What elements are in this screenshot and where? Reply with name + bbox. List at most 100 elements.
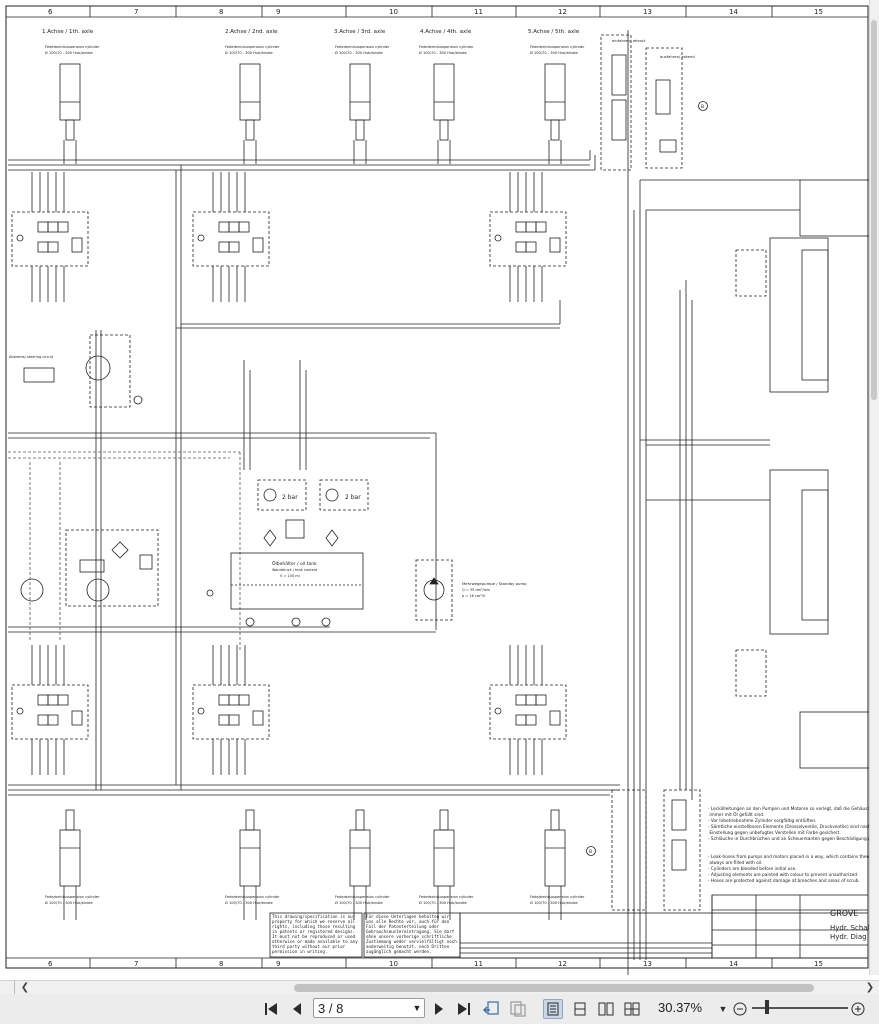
- ruler-bottom-number: 6: [48, 960, 53, 968]
- svg-text:- Leckölleitungen an den Pumpe: - Leckölleitungen an den Pumpen und Moto…: [708, 806, 870, 842]
- general-notes: - Leckölleitungen an den Pumpen und Moto…: [708, 806, 870, 884]
- valve-block: [11, 172, 89, 302]
- cylinder-spec: Ø 100/70 - 300 Hub/stroke: [530, 50, 579, 55]
- single-page-view-button[interactable]: [543, 999, 563, 1019]
- ruler-bottom-number: 7: [134, 960, 138, 968]
- axle-title-5: 5.Achse / 5th. axle: [528, 29, 580, 35]
- zoom-slider-track[interactable]: [752, 1007, 848, 1009]
- first-page-icon: [265, 1003, 277, 1015]
- single-page-icon: [547, 1002, 559, 1016]
- continuous-view-button[interactable]: [570, 999, 590, 1019]
- extend-label-top: ausfahren/ extend: [660, 54, 695, 59]
- ruler-top-number: 15: [814, 8, 823, 16]
- prev-page-icon: [293, 1003, 301, 1015]
- page-number-field[interactable]: 3 / 8 ▼: [313, 998, 425, 1018]
- back-history-icon: [483, 1001, 499, 1015]
- scroll-left-icon[interactable]: ❮: [20, 982, 30, 993]
- ruler-top-number: 12: [558, 8, 567, 16]
- zoom-in-button[interactable]: [850, 999, 866, 1019]
- two-page-continuous-button[interactable]: [622, 999, 642, 1019]
- copyright-en: This drawing/specification is our proper…: [272, 914, 358, 954]
- horizontal-scroll-track[interactable]: [34, 984, 861, 992]
- horizontal-scroll-thumb[interactable]: [294, 984, 814, 992]
- dashed-pilot-lines: [8, 451, 241, 650]
- axle-title-3: 3.Achse / 3rd. axle: [334, 29, 386, 35]
- cylinder-label: Federbeinlsuspension cylinder: [225, 895, 280, 899]
- right-valve-stack-bottom: B: [586, 789, 701, 911]
- axle-title-1: 1.Achse / 1th. axle: [42, 29, 94, 35]
- top-cylinder: [239, 63, 261, 164]
- note-de-line: - Sämtliche einstellbaren Elemente (Dros…: [708, 824, 870, 830]
- valve-block: [192, 172, 270, 302]
- two-page-continuous-icon: [624, 1002, 640, 1016]
- cylinder-label: Federbeinlsuspension cylinder: [530, 895, 585, 899]
- note-en-line: - Adjusting elements are painted with co…: [708, 872, 858, 878]
- svg-text:p = 16 cm³/U: p = 16 cm³/U: [462, 594, 486, 598]
- two-page-view-button[interactable]: [596, 999, 616, 1019]
- bottom-cylinder: [544, 809, 566, 920]
- previous-page-button[interactable]: [288, 999, 306, 1019]
- ruler-bottom-number: 14: [729, 960, 738, 968]
- cylinder-spec: Ø 100/70 - 300 Hub/stroke: [225, 900, 274, 905]
- note-en-line: - Cylinders are bleeded before initial u…: [708, 866, 797, 872]
- last-page-button[interactable]: [455, 999, 473, 1019]
- copyright-area: This drawing/specification is our proper…: [269, 912, 461, 958]
- bottom-cylinder: [239, 809, 261, 920]
- note-en-line: - Leak-hoses from pumps and motors place…: [708, 854, 870, 860]
- standby-pump: Mehrwegepumpe / Standby pump Q = 35 dm³/…: [415, 559, 527, 621]
- top-main-lines: [8, 150, 620, 796]
- ruler-top-number: 8: [219, 8, 223, 16]
- ruler-bottom-number: 12: [558, 960, 567, 968]
- bottom-toolbar: 3 / 8 ▼ 30.37% ▼: [0, 994, 879, 1024]
- two-page-icon: [598, 1002, 614, 1016]
- cylinder-label: Federbeinlsuspension cylinder: [335, 45, 390, 49]
- axle-title-4: 4.Achse / 4th. axle: [420, 29, 472, 35]
- navigate-back-button[interactable]: [482, 999, 502, 1019]
- note-de-line: - Leckölleitungen an den Pumpen und Moto…: [708, 806, 870, 812]
- cylinder-label: Federbeinlsuspension cylinder: [45, 45, 100, 49]
- zoom-out-button[interactable]: [732, 999, 748, 1019]
- vertical-scroll-thumb[interactable]: [871, 20, 877, 400]
- marker-b-bottom: B: [589, 849, 592, 855]
- ruler-bottom-number: 10: [389, 960, 398, 968]
- oil-tank-label: Ölbehälter / oil tank: [272, 560, 317, 567]
- right-side-cylinders: [735, 179, 870, 769]
- navigate-forward-button[interactable]: [508, 999, 528, 1019]
- marker-b-top: B: [701, 104, 704, 110]
- horizontal-scrollbar[interactable]: ❮ ❯: [0, 980, 879, 995]
- ruler-top-number: 9: [276, 8, 280, 16]
- pressure-label-2: 2 bar: [345, 494, 361, 501]
- scroll-right-icon[interactable]: ❯: [865, 982, 875, 993]
- svg-text:Q = 35 dm³/min: Q = 35 dm³/min: [462, 588, 490, 592]
- axle-title-2: 2.Achse / 2nd. axle: [225, 29, 278, 35]
- zoom-slider-thumb[interactable]: [765, 1000, 769, 1014]
- zoom-level-display[interactable]: 30.37%: [658, 1000, 703, 1015]
- cylinder-label: Federbeinlsuspension cylinder: [225, 45, 280, 49]
- ruler-top-number: 14: [729, 8, 738, 16]
- next-page-button[interactable]: [430, 999, 448, 1019]
- svg-text:V = 150 ml: V = 150 ml: [280, 574, 300, 578]
- cylinder-label: Federbeinlsuspension cylinder: [530, 45, 585, 49]
- cylinder-spec: Ø 100/70 - 300 Hub/stroke: [335, 900, 384, 905]
- cylinder-spec: Ø 100/70 - 300 Hub/stroke: [45, 900, 94, 905]
- pump-label: Mehrwegepumpe / Standby pump: [462, 581, 527, 586]
- title-line-1: Hydr. Schal: [830, 924, 870, 932]
- cylinder-spec: Ø 100/70 - 300 Hub/stroke: [225, 50, 274, 55]
- ruler-top-number: 7: [134, 8, 138, 16]
- vertical-scrollbar[interactable]: [869, 0, 879, 975]
- company-logo-text: GROVE: [830, 909, 858, 918]
- ruler-bottom-number: 11: [474, 960, 483, 968]
- first-page-button[interactable]: [262, 999, 280, 1019]
- continuous-page-icon: [574, 1002, 586, 1016]
- ruler-bottom-number: 15: [814, 960, 823, 968]
- note-de-line: Einstellung gegen unbefugtes Verstellen …: [708, 830, 841, 836]
- bottom-cylinder: [433, 809, 455, 920]
- zoom-dropdown-icon[interactable]: ▼: [718, 1004, 728, 1014]
- ruler-bottom-number: 9: [276, 960, 280, 968]
- page-number-value: 3 / 8: [318, 1000, 344, 1016]
- chevron-down-icon[interactable]: ▼: [412, 1003, 422, 1013]
- ruler-top-number: 10: [389, 8, 398, 16]
